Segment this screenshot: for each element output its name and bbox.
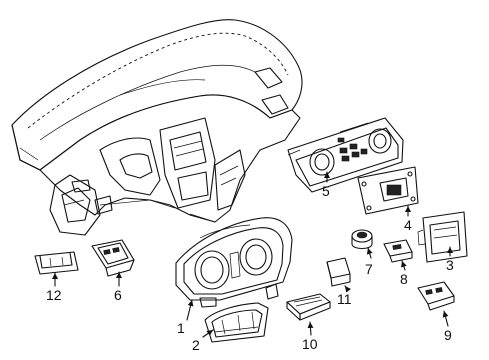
instrument-panel [11,19,303,236]
switch-assembly-6 [91,239,135,277]
callout-8: 8 [400,271,408,287]
switch-8 [383,239,413,263]
instrument-cluster [175,217,293,308]
callout-5: 5 [322,183,330,199]
callout-4: 4 [404,217,412,233]
climate-control-panel [287,117,404,193]
callout-6: 6 [114,287,122,303]
display-module [417,211,468,263]
callout-labels: 1 2 3 4 5 6 7 8 9 10 11 12 [46,183,454,353]
trim-bezel-10 [286,293,331,321]
cap-11 [326,257,351,287]
callout-9: 9 [444,327,452,343]
callout-1: 1 [177,320,185,336]
round-switch-7 [351,229,373,250]
bracket-12 [34,251,79,275]
switch-panel-9 [417,281,455,311]
callout-3: 3 [446,257,454,273]
callout-2: 2 [192,337,200,353]
leader-lines [52,171,453,338]
callout-12: 12 [46,287,62,303]
control-module [357,166,419,215]
cluster-mask [204,302,269,343]
callout-7: 7 [365,261,373,277]
callout-10: 10 [302,336,318,352]
callout-11: 11 [337,291,352,307]
